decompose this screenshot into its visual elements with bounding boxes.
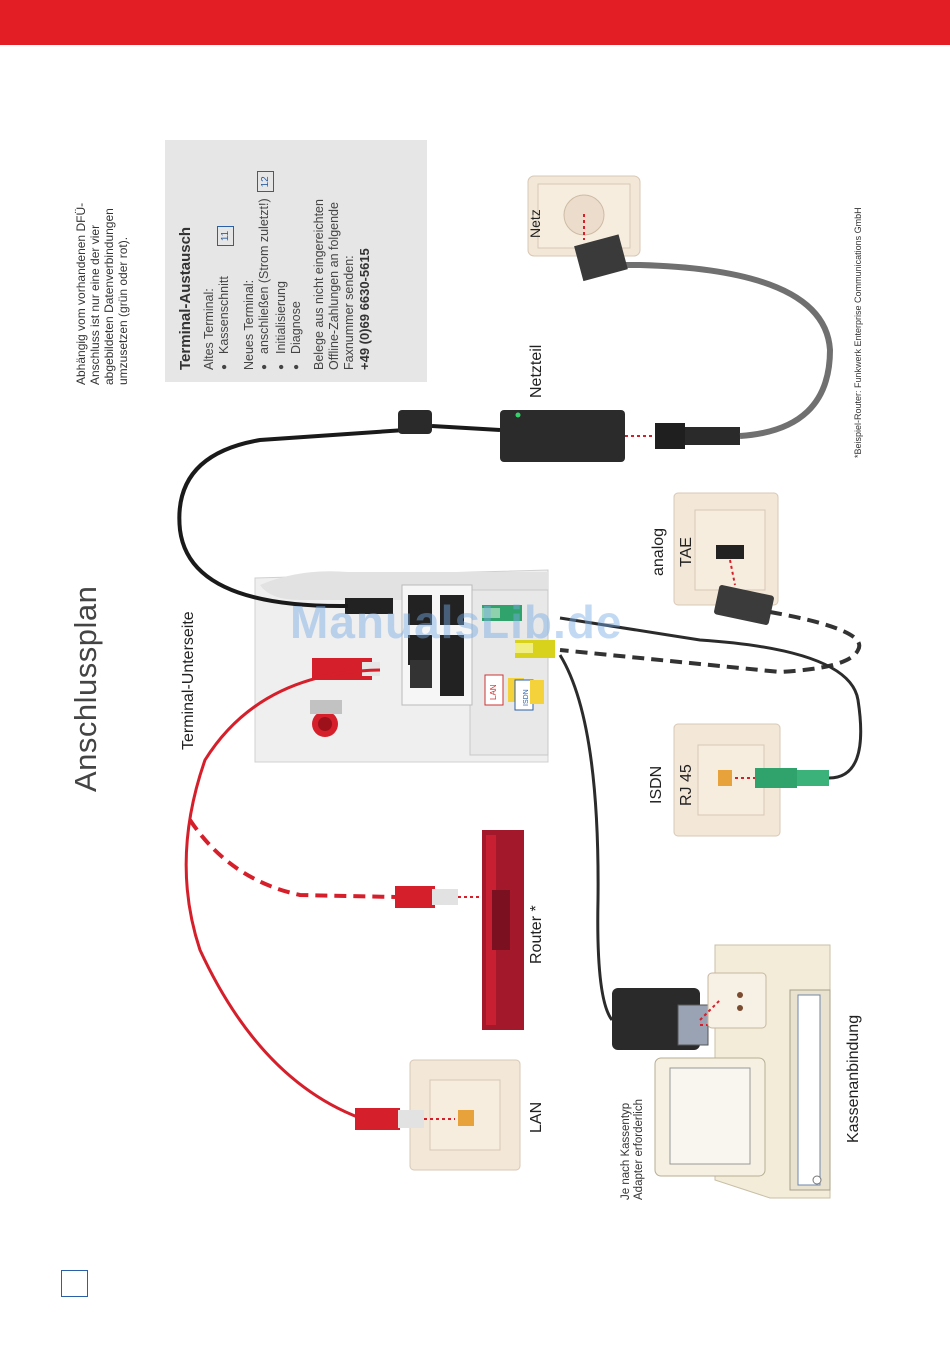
terminal-underside: LAN ISDN <box>254 569 555 763</box>
terminal-label: Terminal-Unterseite <box>180 611 197 750</box>
new-terminal-label: Neues Terminal: <box>242 279 256 370</box>
terminal-austausch-content: Terminal-Austausch Altes Terminal: Kasse… <box>177 150 372 370</box>
port-lan-label: LAN <box>489 684 498 700</box>
fax-number: +49 (0)69 6630-5615 <box>357 248 372 370</box>
new-item-text: Diagnose <box>289 301 303 354</box>
page-number-box <box>61 1270 88 1297</box>
intro-note: Abhängig vom vorhandenen DFÜ-Anschluss i… <box>74 202 130 385</box>
new-item-text: anschließen (Strom zuletzt!) <box>257 198 271 354</box>
new-item: Diagnose <box>289 150 304 370</box>
port-isdn-label: ISDN <box>523 689 530 706</box>
terminal-austausch-box: Terminal-Austausch Altes Terminal: Kasse… <box>165 140 427 382</box>
netzteil-device <box>500 410 625 462</box>
page-ref-badge: 12 <box>257 171 274 193</box>
kasse-label: Kassenanbindung <box>845 1014 862 1143</box>
fax-note: Belege aus nicht eingereichten Offline-Z… <box>312 199 356 370</box>
router-label: Router * <box>528 905 545 964</box>
page-ref-badge: 11 <box>217 225 234 247</box>
page-title: Anschlussplan <box>68 585 103 792</box>
router-device <box>482 830 524 1030</box>
analog-label: analog <box>650 527 667 576</box>
old-terminal-label: Altes Terminal: <box>202 288 216 370</box>
kasse-computer <box>654 944 831 1199</box>
lan-wall-socket <box>409 1059 521 1171</box>
netz-wall-socket <box>527 175 641 282</box>
netz-label: Netz <box>527 209 543 238</box>
adapter-note: Je nach Kassentyp Adapter erforderlich <box>620 1099 645 1200</box>
new-item: Initialisierung <box>274 150 289 370</box>
netzteil-label: Netzteil <box>528 344 545 398</box>
old-item-text: Kassenschnitt <box>217 276 231 354</box>
old-item: Kassenschnitt 11 <box>217 150 234 370</box>
new-item-text: Initialisierung <box>274 281 288 354</box>
rj45-label: RJ 45 <box>678 764 695 806</box>
footer-note: *Beispiel-Router: Funkwerk Enterprise Co… <box>853 207 863 458</box>
top-red-bar <box>0 0 950 45</box>
watermark-text: ManualsLib.de <box>290 596 623 648</box>
isdn-wall-socket <box>673 723 781 837</box>
tae-label: TAE <box>678 537 695 567</box>
isdn-label: ISDN <box>648 765 665 804</box>
box-title: Terminal-Austausch <box>177 226 194 370</box>
serial-adapter <box>612 988 712 1050</box>
lan-label: LAN <box>528 1101 545 1133</box>
tae-wall-socket <box>673 492 779 606</box>
new-item: anschließen (Strom zuletzt!) 12 <box>257 150 274 370</box>
